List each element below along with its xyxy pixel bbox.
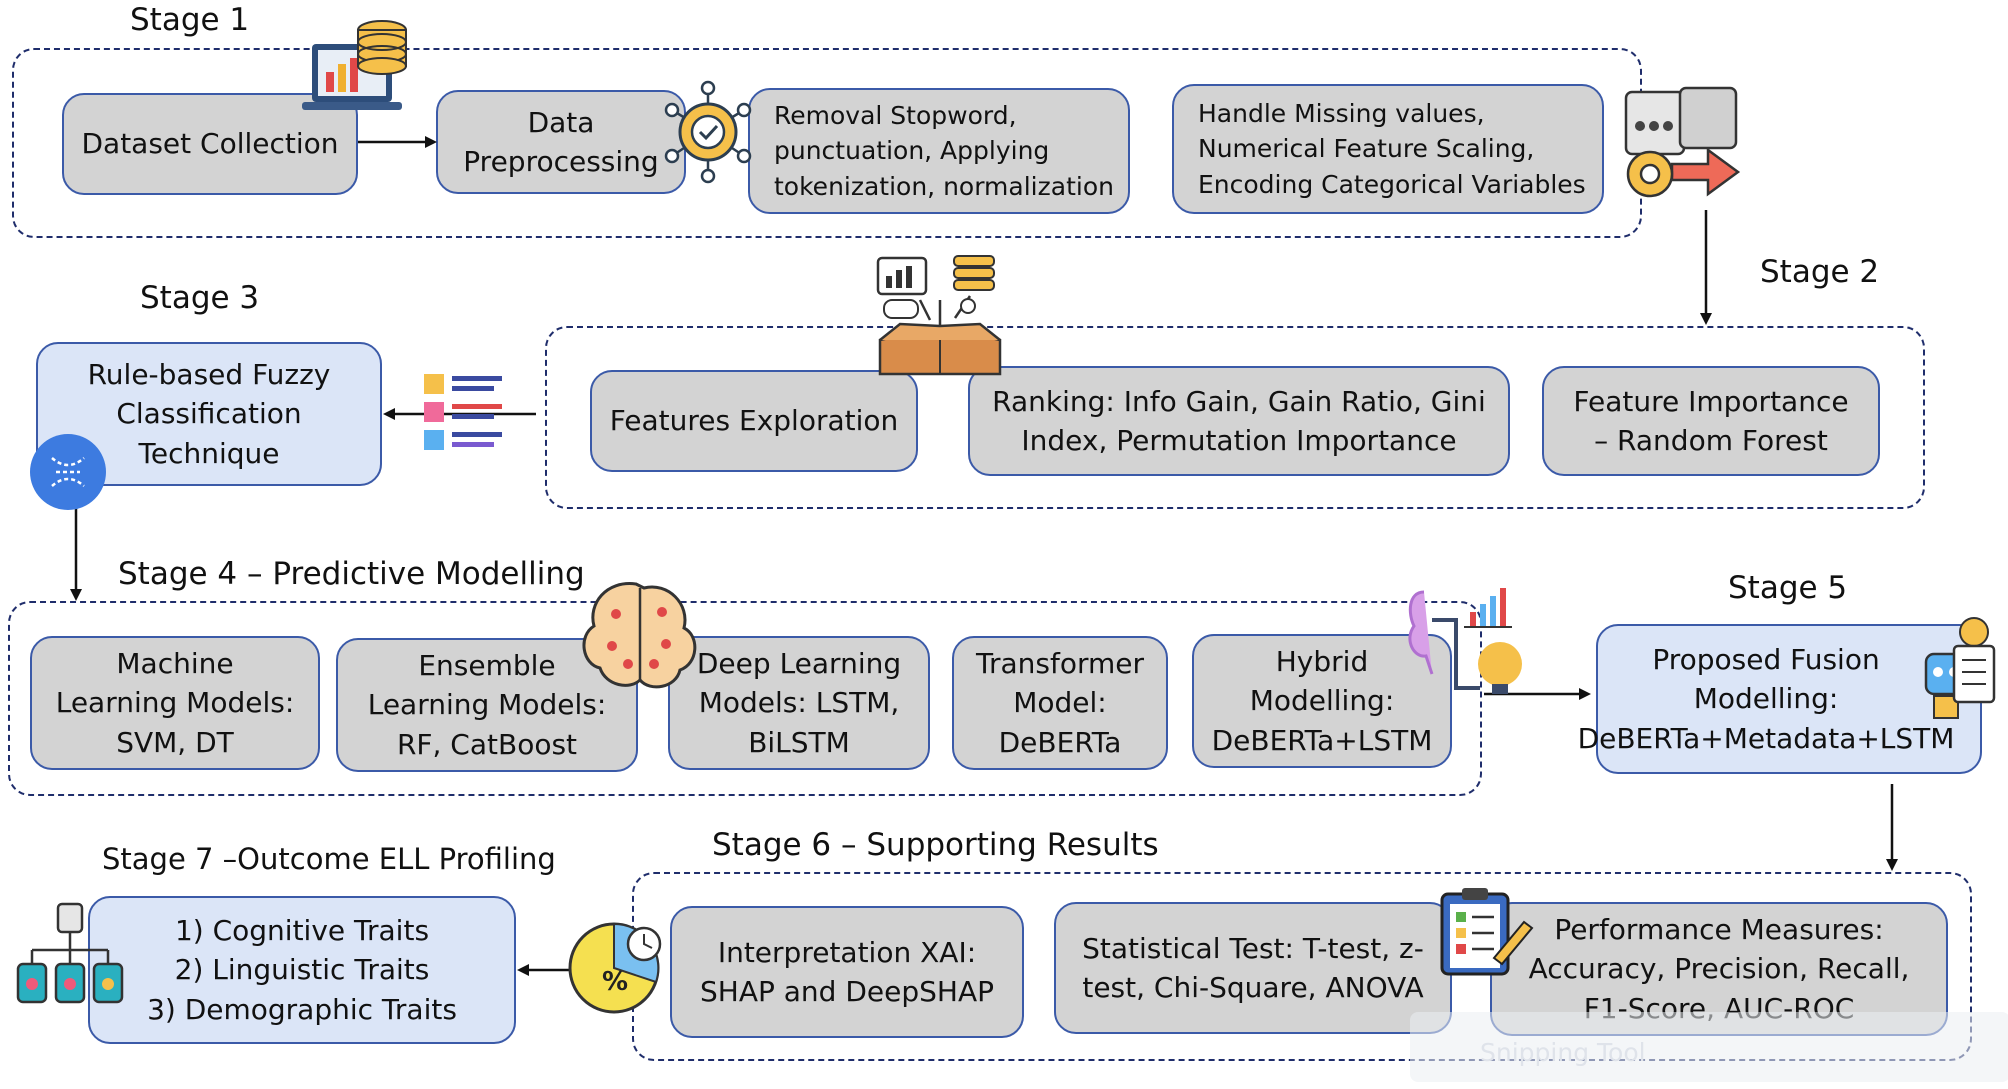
profiling-box: 1) Cognitive Traits 2) Linguistic Traits… bbox=[88, 896, 516, 1044]
puzzle-gear-arrow-icon bbox=[1624, 86, 1741, 198]
fuzzy-circle-icon bbox=[30, 434, 106, 510]
stage7-title: Stage 7 –Outcome ELL Profiling bbox=[102, 842, 556, 876]
data-box-icon bbox=[876, 255, 1002, 376]
pie-clock-icon: % bbox=[568, 922, 662, 1014]
stage4-title: Stage 4 – Predictive Modelling bbox=[118, 556, 585, 592]
stage4-group bbox=[8, 601, 1482, 796]
stage1-title: Stage 1 bbox=[130, 2, 250, 38]
features-exploration-box: Features Exploration bbox=[590, 370, 918, 472]
text-preprocessing-box: Removal Stopword, punctuation, Applying … bbox=[748, 88, 1130, 214]
data-preprocessing-box: Data Preprocessing bbox=[436, 90, 686, 194]
transformer-box: Transformer Model: DeBERTa bbox=[952, 636, 1168, 770]
fusion-box: Proposed Fusion Modelling: DeBERTa+Metad… bbox=[1578, 624, 1982, 774]
deep-learning-box: Deep Learning Models: LSTM, BiLSTM bbox=[668, 636, 930, 770]
xai-box: Interpretation XAI: SHAP and DeepSHAP bbox=[670, 906, 1024, 1038]
stage2-group bbox=[545, 326, 1925, 509]
stage3-title: Stage 3 bbox=[140, 280, 260, 316]
ranking-box: Ranking: Info Gain, Gain Ratio, Gini Ind… bbox=[968, 366, 1510, 476]
clipboard-checklist-icon bbox=[1440, 888, 1534, 976]
laptop-database-icon bbox=[302, 20, 407, 110]
feature-importance-box: Feature Importance – Random Forest bbox=[1542, 366, 1880, 476]
ml-models-box: Machine Learning Models: SVM, DT bbox=[30, 636, 320, 770]
stat-test-box: Statistical Test: T-test, z- test, Chi-S… bbox=[1054, 902, 1452, 1034]
robot-checklist-icon bbox=[1924, 617, 1996, 719]
stage5-title: Stage 5 bbox=[1728, 570, 1848, 606]
hierarchy-people-icon bbox=[16, 902, 124, 1004]
stage6-title: Stage 6 – Supporting Results bbox=[712, 827, 1159, 863]
svg-text:%: % bbox=[602, 967, 628, 997]
color-list-icon bbox=[424, 374, 502, 450]
head-lightbulb-chart-icon bbox=[1408, 588, 1522, 694]
performance-box: Performance Measures: Accuracy, Precisio… bbox=[1490, 902, 1948, 1036]
tabular-preprocessing-box: Handle Missing values, Numerical Feature… bbox=[1172, 84, 1604, 214]
snipping-tool-watermark: Snipping Tool bbox=[1410, 1012, 2008, 1082]
gear-network-icon bbox=[664, 80, 752, 184]
fuzzy-classification-box: Rule-based Fuzzy Classification Techniqu… bbox=[36, 342, 382, 486]
hybrid-box: Hybrid Modelling: DeBERTa+LSTM bbox=[1192, 634, 1452, 768]
brain-circuit-icon bbox=[582, 582, 697, 689]
stage2-title: Stage 2 bbox=[1760, 254, 1880, 290]
